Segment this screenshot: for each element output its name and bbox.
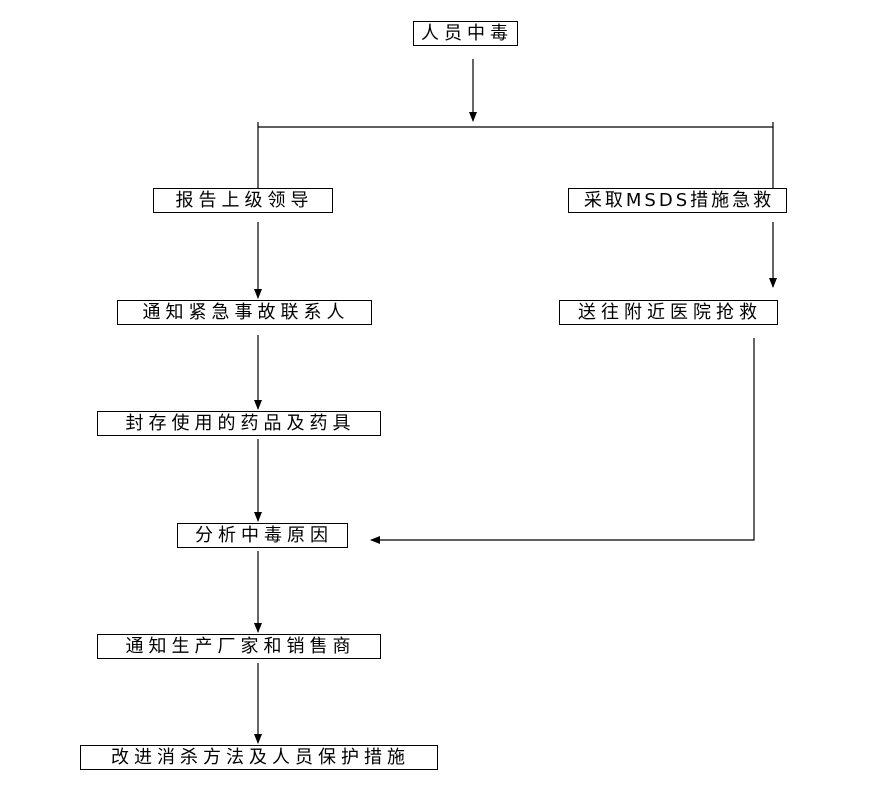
node-notify-manufacturer-seller: 通知生产厂家和销售商: [97, 634, 381, 659]
node-analyze-cause: 分析中毒原因: [177, 523, 348, 548]
node-improve-methods-and-protection: 改进消杀方法及人员保护措施: [80, 745, 438, 770]
node-personnel-poisoning: 人员中毒: [413, 21, 518, 46]
node-send-to-hospital: 送往附近医院抢救: [559, 300, 778, 325]
node-report-to-superiors: 报告上级领导: [153, 188, 333, 213]
node-notify-emergency-contact: 通知紧急事故联系人: [117, 300, 372, 325]
node-msds-first-aid: 采取MSDS措施急救: [568, 188, 787, 213]
node-seal-chemicals-and-tools: 封存使用的药品及药具: [97, 411, 381, 436]
arrow-right2-to-left4: [370, 338, 755, 544]
